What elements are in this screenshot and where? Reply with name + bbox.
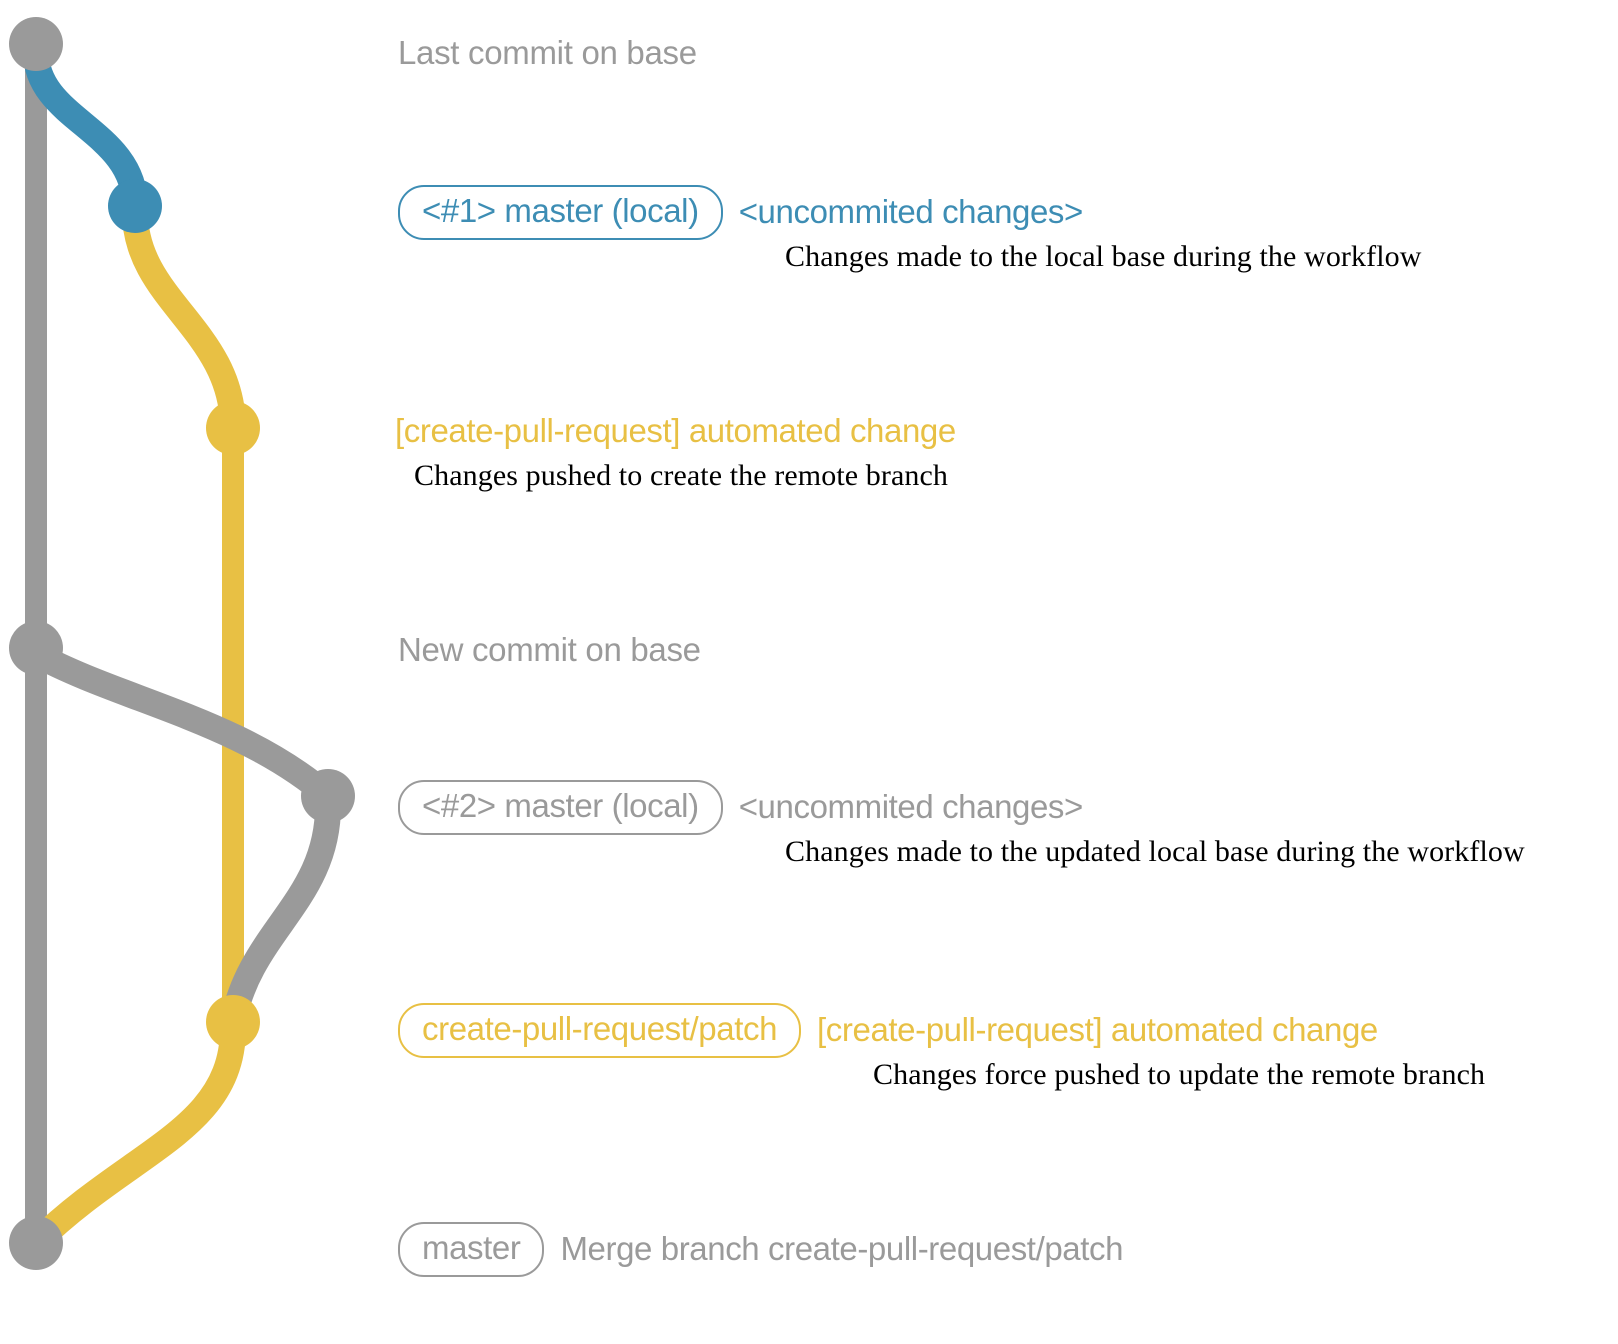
annotation-new-commit-on-base: New commit on base (398, 631, 701, 668)
annotation-last-commit-on-base: Last commit on base (398, 34, 697, 71)
entry-description-3: Changes made to the updated local base d… (785, 835, 1525, 868)
local-branch-blue-line (23, 39, 148, 219)
entry-row-2: [create-pull-request] automated change (395, 412, 956, 450)
node-merge-commit-master (9, 1216, 63, 1270)
merge-gold-line (23, 1015, 246, 1256)
commit-message-1: <uncommited changes> (738, 193, 1084, 231)
commit-graph (9, 17, 355, 1270)
branch-pill-local-2[interactable]: <#2> master (local) (398, 780, 723, 835)
commit-message-4: [create-pull-request] automated change (817, 1011, 1378, 1049)
branch-pill-patch[interactable]: create-pull-request/patch (398, 1003, 802, 1058)
patch-branch-gold-line-1 (122, 199, 246, 441)
entry-row-5: master Merge branch create-pull-request/… (398, 1222, 1123, 1277)
commit-message-3: <uncommited changes> (738, 788, 1084, 826)
entry-row-4: create-pull-request/patch [create-pull-r… (398, 1003, 1378, 1058)
commit-message-5: Merge branch create-pull-request/patch (560, 1230, 1124, 1268)
branch-pill-local-1[interactable]: <#1> master (local) (398, 185, 723, 240)
branch-pill-master[interactable]: master (398, 1222, 545, 1277)
node-local-commit-1 (108, 179, 162, 233)
node-patch-commit-1 (206, 401, 260, 455)
entry-description-1: Changes made to the local base during th… (785, 240, 1422, 273)
node-base-commit-new (9, 621, 63, 675)
entry-description-4: Changes force pushed to update the remot… (873, 1058, 1486, 1091)
node-base-commit-top (9, 17, 63, 71)
entry-row-3: <#2> master (local) <uncommited changes> (398, 780, 1083, 835)
entry-row-1: <#1> master (local) <uncommited changes> (398, 185, 1083, 240)
force-push-gray-line (220, 789, 342, 1035)
entry-description-2: Changes pushed to create the remote bran… (414, 459, 948, 492)
commit-message-2: [create-pull-request] automated change (395, 412, 956, 449)
node-patch-commit-2 (206, 995, 260, 1049)
node-local-commit-2 (301, 769, 355, 823)
updated-local-branch-gray-line (23, 641, 341, 809)
